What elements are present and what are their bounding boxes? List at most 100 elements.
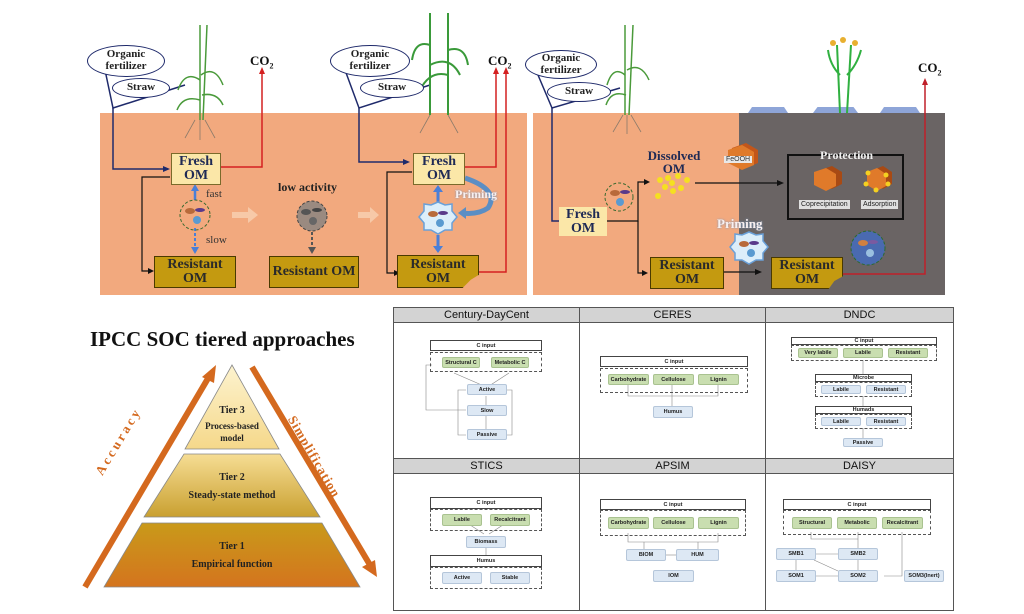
feooh-label: FeOOH bbox=[724, 156, 753, 163]
model-cell-dndc: DNDC C input Very labile Labile Resistan… bbox=[766, 308, 953, 459]
organic-fertilizer-oval: Organic fertilizer bbox=[330, 45, 410, 77]
c-input-box: C input bbox=[600, 499, 746, 510]
pool-box: Cellulose bbox=[653, 517, 694, 529]
model-title: Century-DayCent bbox=[394, 308, 579, 323]
transition-arrow bbox=[232, 207, 258, 223]
microbe-group bbox=[815, 382, 912, 397]
century-connectors bbox=[425, 364, 513, 436]
pool-box: Carbohydrate bbox=[608, 517, 649, 529]
pool-box: Very labile bbox=[798, 348, 838, 358]
dissolved-om-label: Dissolved OM bbox=[647, 148, 701, 176]
resistant-om-box: Resistant OM bbox=[397, 255, 479, 288]
humus-box: Humus bbox=[430, 555, 542, 567]
pool-box: Carbohydrate bbox=[608, 374, 649, 385]
input-group bbox=[600, 368, 748, 393]
c-input-box: C input bbox=[430, 497, 542, 509]
straw-oval: Straw bbox=[112, 78, 170, 98]
water-layer bbox=[813, 107, 858, 113]
ipcc-pyramid bbox=[82, 364, 377, 589]
rice-plant-icon bbox=[827, 37, 862, 114]
c-input-box: C input bbox=[791, 337, 937, 345]
pool-box: Labile bbox=[843, 348, 883, 358]
tier-3-name: Tier 3 bbox=[219, 405, 245, 416]
model-title: STICS bbox=[394, 459, 579, 474]
input-group bbox=[430, 509, 542, 531]
tier-2-desc: Steady-state method bbox=[188, 490, 276, 501]
pool-box: Labile bbox=[821, 417, 861, 426]
low-activity-label: low activity bbox=[278, 180, 337, 194]
organic-fertilizer-oval: Organic fertilizer bbox=[525, 50, 597, 79]
c-input-box: C input bbox=[430, 340, 542, 351]
fresh-om-box: Fresh OM bbox=[559, 207, 607, 236]
protection-box bbox=[787, 154, 904, 220]
priming-label: Priming bbox=[455, 187, 497, 201]
resistant-om-box: Resistant OM bbox=[154, 256, 236, 288]
soc-model-grid: Century-DayCent C input Structural C Met… bbox=[393, 307, 954, 611]
priming-label: Priming bbox=[717, 216, 763, 231]
pool-box: Humus bbox=[653, 406, 693, 418]
pool-box: BIOM bbox=[626, 549, 666, 561]
pool-box: Slow bbox=[467, 405, 507, 416]
pool-box: Structural C bbox=[442, 357, 480, 368]
pool-box: Structural bbox=[792, 517, 832, 529]
co2-line bbox=[220, 70, 263, 168]
pool-box: Labile bbox=[821, 385, 861, 394]
pool-box: Metabolic C bbox=[491, 357, 529, 368]
microbe-box: Microbe bbox=[815, 374, 912, 382]
pool-box: Metabolic bbox=[837, 517, 877, 529]
pool-box: SOM1 bbox=[776, 570, 816, 582]
pool-box: Active bbox=[442, 572, 482, 584]
pool-box: Biomass bbox=[466, 536, 506, 548]
tier-1-layer bbox=[103, 522, 361, 588]
transition-arrow bbox=[358, 207, 379, 223]
tier-2-name: Tier 2 bbox=[219, 472, 245, 483]
daisy-connectors bbox=[795, 532, 903, 577]
upland-connectors bbox=[104, 67, 509, 276]
input-group bbox=[600, 510, 746, 536]
water-layer bbox=[748, 107, 788, 113]
pool-box: SOM3(Inert) bbox=[904, 570, 944, 582]
fresh-om-box: Fresh OM bbox=[413, 153, 465, 185]
maize-plant-icon bbox=[411, 13, 469, 134]
ceres-connectors bbox=[627, 385, 719, 406]
pool-box: Passive bbox=[467, 429, 507, 440]
pool-box: Recalcitrant bbox=[490, 514, 530, 526]
co2-label: CO2 bbox=[918, 60, 942, 78]
wheat-plant-icon bbox=[176, 24, 224, 140]
input-group bbox=[783, 510, 931, 535]
pool-box: Resistant bbox=[866, 385, 906, 394]
dndc-connectors bbox=[862, 360, 864, 439]
pool-box: Passive bbox=[843, 438, 883, 447]
pool-box: Stable bbox=[490, 572, 530, 584]
input-group bbox=[791, 345, 937, 361]
humus-group bbox=[430, 567, 542, 589]
model-title: CERES bbox=[580, 308, 765, 323]
pool-box: IOM bbox=[653, 570, 694, 582]
coprecipitation-label: Coprecipitation bbox=[799, 200, 850, 209]
resistant-om-box: Resistant OM bbox=[771, 257, 843, 289]
co2-label: CO2 bbox=[250, 53, 274, 71]
tier-2-layer bbox=[143, 453, 321, 518]
tier-3-desc: Process-based model bbox=[205, 421, 259, 443]
paddy-connectors bbox=[537, 74, 928, 276]
straw-oval: Straw bbox=[547, 82, 611, 102]
model-title: APSIM bbox=[580, 459, 765, 474]
priming-arrow bbox=[461, 175, 494, 216]
fresh-om-box: Fresh OM bbox=[171, 153, 221, 185]
input-arrow bbox=[112, 108, 168, 170]
model-cell-apsim: APSIM C input Carbohydrate Cellulose Lig… bbox=[580, 459, 766, 610]
pool-box: Active bbox=[467, 384, 507, 395]
humads-group bbox=[815, 414, 912, 429]
simplification-arrow bbox=[249, 365, 373, 567]
straw-oval: Straw bbox=[360, 78, 424, 98]
ipcc-title: IPCC SOC tiered approaches bbox=[90, 327, 355, 351]
pool-box: Lignin bbox=[698, 517, 739, 529]
apsim-connectors bbox=[627, 533, 719, 556]
model-title: DAISY bbox=[766, 459, 953, 474]
model-cell-stics: STICS C input Labile Recalcitrant Biomas… bbox=[394, 459, 580, 610]
adsorption-label: Adsorption bbox=[861, 200, 899, 209]
c-input-box: C input bbox=[783, 499, 931, 510]
model-title: DNDC bbox=[766, 308, 953, 323]
pool-box: Lignin bbox=[698, 374, 739, 385]
pool-box: Resistant bbox=[866, 417, 906, 426]
